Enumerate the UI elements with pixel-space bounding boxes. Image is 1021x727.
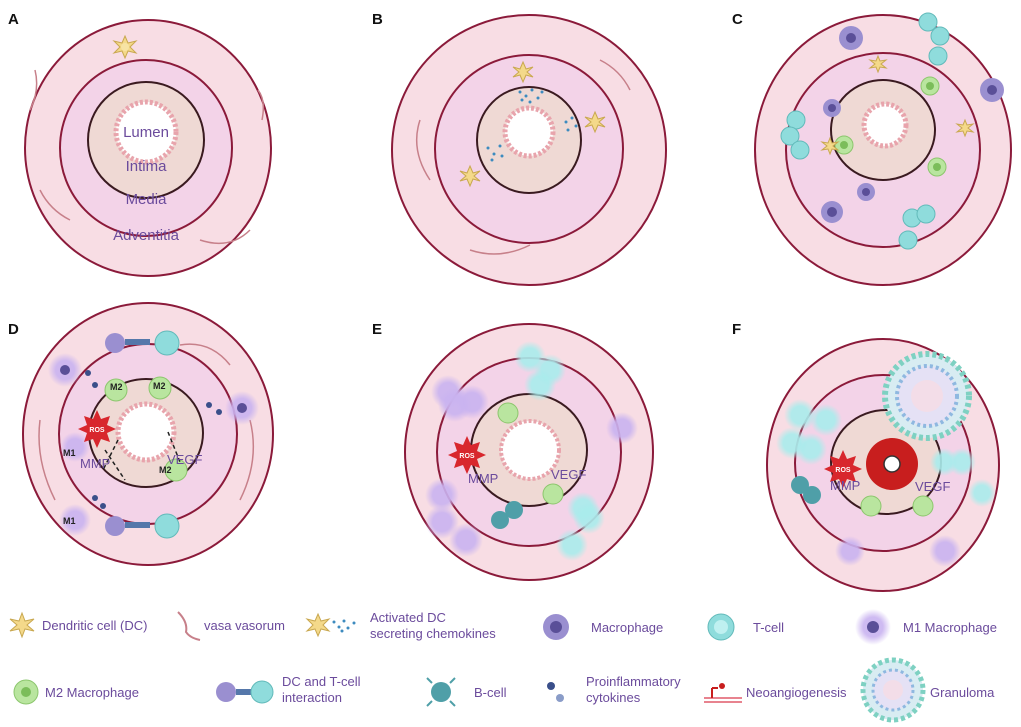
legend-cytokines-line1: Proinflammatory: [586, 674, 681, 689]
m1-macrophage-icon: [425, 375, 638, 557]
vegf-label: VEGF: [551, 467, 586, 482]
legend-activated-dc-line1: Activated DC: [370, 610, 446, 625]
media-label: Media: [126, 191, 168, 208]
legend-vasa-vasorum: vasa vasorum: [204, 618, 285, 633]
legend-m2-macrophage: M2 Macrophage: [45, 685, 139, 700]
b-cell-icon: [791, 476, 821, 504]
m1-macrophage-icon: [60, 432, 90, 462]
panel-c-vessel: [754, 12, 1012, 286]
b-cell-icon: [491, 501, 523, 529]
legend: Dendritic cell (DC) vasa vasorum Activat…: [9, 609, 997, 723]
macrophage-icon: [821, 201, 843, 223]
macrophage-icon: [823, 99, 841, 117]
ros-label: ROS: [835, 467, 851, 474]
t-cell-icon: [514, 341, 605, 561]
neoangiogenesis-icon: [704, 683, 742, 703]
panel-label-f: F: [732, 321, 741, 338]
dendritic-cell-icon: [955, 118, 975, 138]
m1-macrophage-icon: [835, 535, 961, 567]
m2-macrophage-icon: [148, 376, 172, 400]
m2-macrophage-icon: [542, 483, 564, 505]
intima-label: Intima: [126, 158, 168, 175]
m2-label: M2: [110, 382, 123, 392]
cytokine-dots: [85, 370, 222, 509]
m2-label: M2: [159, 465, 172, 475]
m2-macrophage-icon: [912, 495, 934, 517]
ros-label: ROS: [459, 453, 475, 460]
panel-label-a: A: [8, 11, 19, 28]
ros-burst-icon: [448, 436, 486, 474]
panel-label-b: B: [372, 11, 383, 28]
lumen-label: Lumen: [123, 124, 169, 141]
m2-macrophage-icon: [104, 378, 128, 402]
activated-dc-icon: [512, 60, 534, 84]
macrophage-icon: [839, 26, 863, 50]
panel-e-vessel: ROS MMP VEGF: [404, 323, 654, 581]
m2-macrophage-icon: [497, 402, 519, 424]
panel-label-c: C: [732, 11, 743, 28]
mmp-label: MMP: [830, 478, 860, 493]
activated-dc-icon: [305, 612, 356, 638]
m1-label: M1: [63, 448, 76, 458]
granuloma-icon: [860, 657, 926, 723]
panel-f-vessel: ROS MMP VEGF: [766, 338, 1000, 592]
dendritic-cell-icon: [868, 54, 888, 74]
granuloma-icon: [882, 351, 972, 441]
legend-activated-dc-line2: secreting chemokines: [370, 626, 496, 641]
panel-b-vessel: [391, 14, 667, 286]
vasa-vasorum-icon: [177, 611, 201, 641]
legend-b-cell: B-cell: [474, 685, 507, 700]
ros-burst-icon: [78, 410, 116, 448]
legend-neoangiogenesis: Neoangiogenesis: [746, 685, 847, 700]
dendritic-cell-icon: [112, 34, 138, 60]
cytokine-dots: [547, 682, 564, 702]
m2-label: M2: [153, 381, 166, 391]
macrophage-icon: [980, 78, 1004, 102]
dendritic-cell-icon: [9, 611, 35, 639]
ros-label: ROS: [89, 427, 105, 434]
t-cell-icon: [780, 12, 950, 250]
chemokine-dots: [486, 88, 578, 162]
legend-cytokines-line2: cytokines: [586, 690, 641, 705]
panel-a-vessel: Lumen Intima Media Adventitia: [24, 19, 272, 277]
macrophage-icon: [857, 183, 875, 201]
t-cell-icon: [776, 399, 996, 507]
m2-macrophage-icon: [13, 679, 39, 705]
macrophage-icon: [543, 614, 569, 640]
legend-granuloma: Granuloma: [930, 685, 995, 700]
b-cell-icon: [426, 677, 456, 707]
legend-t-cell: T-cell: [753, 620, 784, 635]
legend-dendritic-cell: Dendritic cell (DC): [42, 618, 147, 633]
t-cell-icon: [707, 613, 735, 641]
vegf-label: VEGF: [167, 452, 202, 467]
dc-tcell-interaction-icon: [216, 680, 274, 704]
mmp-label: MMP: [80, 456, 110, 471]
mmp-label: MMP: [468, 471, 498, 486]
m2-macrophage-icon: [927, 157, 947, 177]
m2-macrophage-icon: [164, 458, 188, 482]
panel-d-vessel: M2 M2 M2 M1 M1 ROS MMP VEGF: [22, 302, 274, 566]
legend-macrophage: Macrophage: [591, 620, 663, 635]
vegf-label: VEGF: [915, 479, 950, 494]
m2-macrophage-icon: [860, 495, 882, 517]
dc-tcell-interaction-icon: [105, 330, 180, 539]
legend-dc-tcell-line2: interaction: [282, 690, 342, 705]
m1-label: M1: [63, 516, 76, 526]
panel-label-e: E: [372, 321, 382, 338]
legend-m1-macrophage: M1 Macrophage: [903, 620, 997, 635]
m2-macrophage-icon: [834, 135, 854, 155]
activated-dc-icon: [584, 110, 606, 134]
m2-macrophage-icon: [920, 76, 940, 96]
m1-macrophage-icon: [59, 504, 91, 536]
ros-burst-icon: [824, 450, 862, 488]
activated-dc-icon: [459, 164, 481, 188]
dendritic-cell-icon: [820, 136, 840, 156]
legend-dc-tcell-line1: DC and T-cell: [282, 674, 361, 689]
adventitia-label: Adventitia: [113, 227, 180, 244]
panel-label-d: D: [8, 321, 19, 338]
